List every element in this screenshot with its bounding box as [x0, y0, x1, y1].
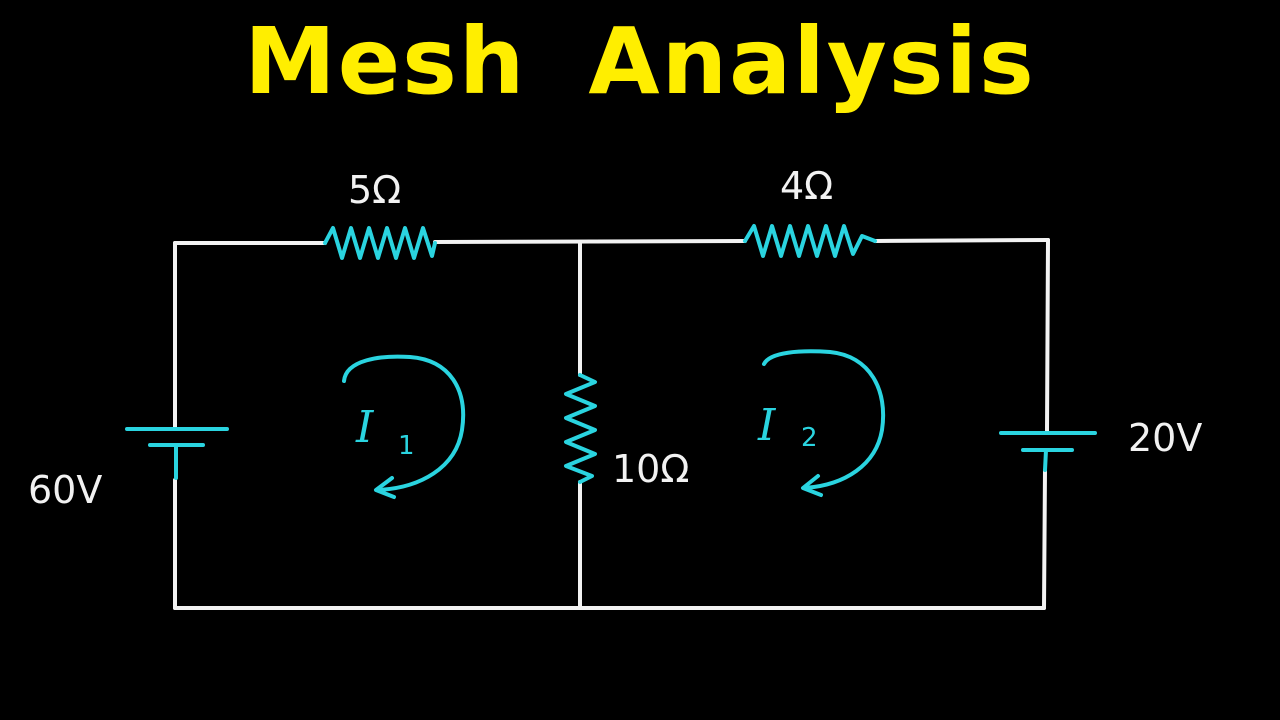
- wires: [173, 238, 1050, 610]
- page-title: Mesh Analysis: [244, 8, 1036, 115]
- resistor-4-ohm-label: 4Ω: [780, 164, 833, 208]
- mesh-current-2-subscript: 2: [801, 423, 818, 453]
- mesh-current-1-label: I: [355, 402, 375, 453]
- resistor-icon: [323, 226, 437, 260]
- arrowhead-icon: [801, 474, 823, 497]
- clockwise-arrow-icon: [762, 349, 886, 490]
- mesh-current-1-subscript: 1: [398, 431, 415, 461]
- wire-top-middle: [433, 239, 747, 244]
- source-20v-label: 20V: [1128, 416, 1202, 460]
- resistor-10-ohm-label: 10Ω: [612, 447, 689, 491]
- resistor-icon: [564, 373, 597, 484]
- source-60v-label: 60V: [28, 468, 102, 512]
- resistor-icon: [743, 224, 877, 258]
- resistor-5-ohm-label: 5Ω: [348, 168, 401, 212]
- wire-right-upper: [1045, 238, 1050, 435]
- wire-right-lower: [1042, 468, 1047, 610]
- mesh-current-2-label: I: [757, 400, 777, 451]
- arrowhead-icon: [374, 476, 396, 499]
- clockwise-arrow-icon: [342, 354, 466, 492]
- battery-icon: [999, 431, 1097, 472]
- wire-top-right: [873, 238, 1050, 243]
- battery-icon: [125, 427, 229, 480]
